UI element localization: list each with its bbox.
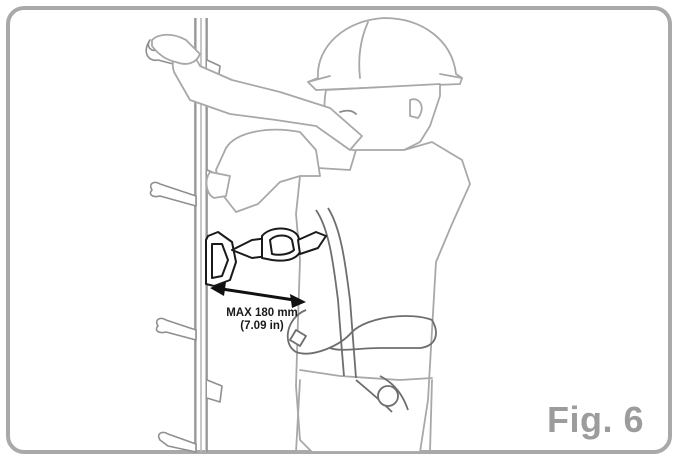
front-hand <box>207 172 230 198</box>
rail-slider <box>206 232 236 286</box>
ladder-rung-2 <box>150 182 196 206</box>
carabiner <box>262 229 302 261</box>
harness-d-ring <box>378 386 398 406</box>
ear <box>410 99 422 118</box>
measurement-arrow <box>210 282 306 308</box>
measurement-line-2: (7.09 in) <box>203 320 321 333</box>
measurement-line-1: MAX 180 mm <box>203 307 321 320</box>
figure-number-label: Fig. 6 <box>547 402 644 438</box>
ladder-rung-right-3 <box>207 380 222 402</box>
ladder-rung-3 <box>156 318 196 340</box>
helmet <box>308 18 462 90</box>
measurement-label: MAX 180 mm (7.09 in) <box>203 307 321 333</box>
ladder-rung-4 <box>159 432 196 452</box>
